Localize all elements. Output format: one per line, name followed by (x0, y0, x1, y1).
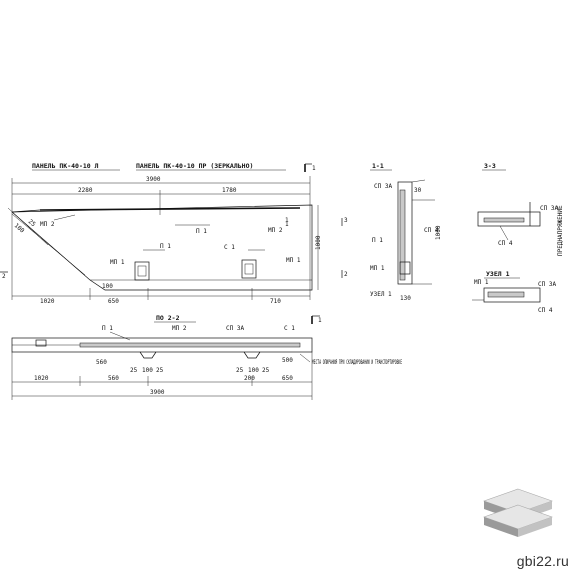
title-main-panel: ПАНЕЛЬ ПК-40-10 Л (32, 162, 99, 170)
label-cut-2-left: 2 (2, 273, 6, 280)
dim-3900-top: 3900 (146, 176, 161, 183)
label-p1-22: П 1 (102, 325, 113, 332)
title-section-11: 1-1 (372, 162, 384, 170)
label-mp2-left: МП 2 (40, 221, 55, 228)
section-2-2: ПО 2-2 1 П 1 МП 2 СП 3А С 1 560 25 100 2… (11, 314, 402, 400)
label-cut-1-bottom: 1 (318, 317, 322, 324)
label-sp3a-22: СП 3А (226, 325, 244, 332)
dim-100-small: 100 (102, 283, 113, 290)
dim-1020-plan: 1020 (40, 298, 55, 305)
label-p1-11: П 1 (372, 237, 383, 244)
dim-diag-25: 25 (27, 218, 37, 228)
label-p1-mid: П 1 (160, 243, 171, 250)
label-mp2-22: МП 2 (172, 325, 187, 332)
dim-2280: 2280 (78, 187, 93, 194)
dim-1780: 1780 (222, 187, 237, 194)
label-cut-1-a: 1 (285, 221, 289, 228)
label-s1-mid: С 1 (224, 244, 235, 251)
label-sp3a-11: СП 3А (374, 183, 392, 190)
title-section-22: ПО 2-2 (156, 314, 180, 322)
title-section-33: 3-3 (484, 162, 496, 170)
dim-1000-plan: 1000 (315, 235, 322, 250)
stacked-slabs-icon (483, 488, 553, 537)
dim-1020-22: 1020 (34, 375, 49, 382)
dim-100-b: 100 (248, 367, 259, 374)
node-1: УЗЕЛ 1 МП 1 СП 3А СП 4 (472, 270, 556, 314)
dim-710-plan: 710 (270, 298, 281, 305)
label-s1-22: С 1 (284, 325, 295, 332)
dim-3900-bottom: 3900 (150, 389, 165, 396)
label-cut-1-top: 1 (312, 165, 316, 172)
dim-130-11: 130 (400, 295, 411, 302)
watermark-domain: gbi22.ru (516, 553, 569, 569)
label-cut-1-a: 1 (285, 217, 289, 224)
label-sp4-33: СП 4 (498, 240, 513, 247)
label-sp3a-33: СП 3А (540, 205, 558, 212)
label-mp1-right: МП 1 (286, 257, 301, 264)
label-sp4-11: СП 4 (424, 227, 439, 234)
dim-30-11: 30 (414, 187, 422, 194)
note-support-places: МЕСТА ОПИРАНИЯ ПРИ СКЛАДИРОВАНИИ И ТРАНС… (312, 359, 402, 366)
label-p1-top: П 1 (196, 228, 207, 235)
dim-25-c: 25 (236, 367, 244, 374)
label-cut-2: 2 (344, 271, 348, 278)
dim-560-a: 560 (96, 359, 107, 366)
dim-25-a: 25 (130, 367, 138, 374)
dim-650-plan: 650 (108, 298, 119, 305)
label-mp1-11: МП 1 (370, 265, 385, 272)
dim-100-a: 100 (142, 367, 153, 374)
section-3-3: 3-3 СП 4 СП 3А ПРЕДНАПРЯЖЕНИЕ (477, 162, 564, 256)
dim-650-22: 650 (282, 375, 293, 382)
dim-200: 200 (244, 375, 255, 382)
title-mirror-panel: ПАНЕЛЬ ПК-40-10 ПР (ЗЕРКАЛЬНО) (136, 162, 253, 170)
dim-25-b: 25 (156, 367, 164, 374)
plan-view: 3900 2280 1780 100 25 МП 2 П 1 МП 2 1 1 … (0, 163, 348, 305)
label-mp1-left: МП 1 (110, 259, 125, 266)
dim-1000-11: 1000 (435, 225, 442, 240)
label-vertical-note: ПРЕДНАПРЯЖЕНИЕ (557, 205, 564, 256)
dim-25-d: 25 (262, 367, 270, 374)
label-mp2-right: МП 2 (268, 227, 283, 234)
label-mp1-node: МП 1 (474, 279, 489, 286)
dim-500: 500 (282, 357, 293, 364)
label-sp3a-node: СП 3А (538, 281, 556, 288)
dim-560-b: 560 (108, 375, 119, 382)
label-cut-3-top: 3 (344, 217, 348, 224)
section-1-1: 1-1 СП 3А П 1 МП 1 УЗЕЛ 1 СП 4 30 1000 1… (370, 162, 442, 302)
title-node-1: УЗЕЛ 1 (486, 270, 510, 278)
label-uzel1-11: УЗЕЛ 1 (370, 291, 392, 298)
label-sp4-node: СП 4 (538, 307, 553, 314)
